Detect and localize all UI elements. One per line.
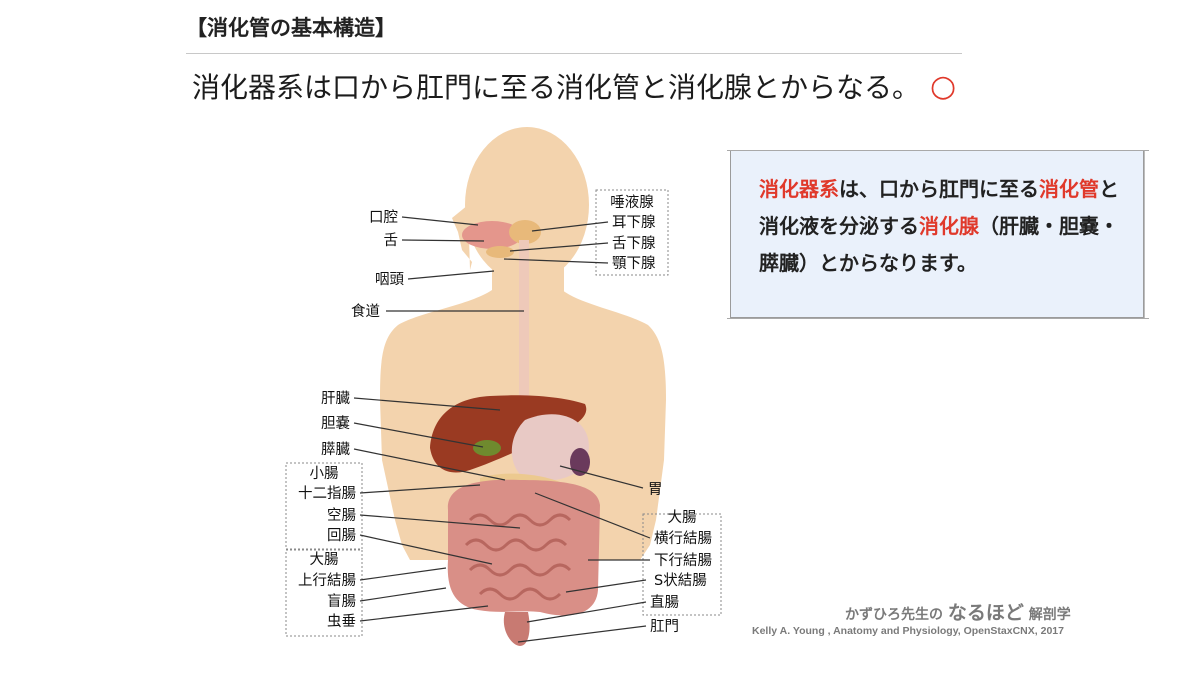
label-sigmoid-colon: S状結腸 [654,572,707,589]
note-top-edge [727,150,1149,151]
note-text-part: は、口から肛門に至る [839,177,1039,201]
statement: 消化器系は口から肛門に至る消化管と消化腺とからなる。 ○ [192,66,956,106]
rectum-shape [503,612,530,646]
label-ascending-colon: 上行結腸 [298,572,356,589]
label-stomach: 胃 [648,482,663,498]
intestines [447,479,600,646]
label-esophagus: 食道 [351,303,380,320]
brand-credit: かずひろ先生の なるほど 解剖学 [845,598,1071,625]
label-descending-colon: 下行結腸 [654,552,712,569]
label-ileum: 回腸 [327,527,356,544]
label-pancreas: 膵臓 [321,441,350,458]
leader-lines [353,216,651,643]
brand-suffix: 解剖学 [1028,607,1071,623]
label-jejunum: 空腸 [327,507,356,524]
esophagus-shape [519,240,529,510]
note-text: 消化器系は、口から肛門に至る消化管と消化液を分泌する消化腺（肝臓・胆嚢・膵臓）と… [759,171,1131,282]
label-mouth: 口腔 [369,209,398,226]
label-large-intestine-group-left: 大腸 [310,551,339,568]
mouth-region [462,220,541,510]
label-rectum: 直腸 [650,594,679,611]
note-term-digestive-system: 消化器系 [759,177,839,201]
label-cecum: 盲腸 [327,593,356,610]
right-labels: 唾液腺 耳下腺 舌下腺 顎下腺 胃 大腸 横行結腸 下行結腸 S状結腸 直腸 肛… [610,194,712,635]
label-tongue: 舌 [384,232,399,249]
gallbladder-shape [473,440,501,456]
label-small-intestine-group: 小腸 [310,465,339,482]
label-submandibular: 顎下腺 [612,255,656,272]
large-intestine-right-group-box [642,513,722,616]
spleen-shape [570,448,590,476]
label-duodenum: 十二指腸 [298,485,356,502]
label-transverse-colon: 横行結腸 [654,530,712,547]
heading-divider [186,53,962,54]
note-term-digestive-tract: 消化管 [1039,177,1099,201]
label-sublingual: 舌下腺 [612,235,656,252]
correct-mark: ○ [930,68,957,104]
brand-prefix: かずひろ先生の [845,607,943,623]
label-appendix: 虫垂 [327,613,356,630]
large-intestine-left-group-box [285,549,363,637]
stomach-shape [511,414,589,481]
label-pharynx: 咽頭 [375,272,404,288]
small-intestine-group-box [285,462,363,550]
reference-credit: Kelly A. Young , Anatomy and Physiology,… [752,625,1064,637]
salivary-group-box [595,189,669,276]
left-labels: 口腔 舌 咽頭 食道 肝臓 胆嚢 膵臓 小腸 十二指腸 空腸 回腸 大腸 上行結… [298,209,404,630]
note-text-part: （肝臓・胆嚢・膵臓）とからなります。 [759,214,1119,275]
section-heading: 【消化管の基本構造】 [186,16,396,40]
explanation-note: 消化器系は、口から肛門に至る消化管と消化液を分泌する消化腺（肝臓・胆嚢・膵臓）と… [727,150,1149,319]
label-liver: 肝臓 [321,390,350,407]
note-bottom-edge [727,318,1149,319]
label-salivary-group: 唾液腺 [610,194,654,211]
label-parotid: 耳下腺 [612,214,656,231]
note-text-part: と消化液を分泌する [759,177,1119,238]
statement-text: 消化器系は口から肛門に至る消化管と消化腺とからなる。 [192,71,921,104]
upper-abdomen-organs [430,395,590,487]
note-term-digestive-glands: 消化腺 [919,214,979,238]
label-gallbladder: 胆嚢 [321,415,350,432]
label-anus: 肛門 [650,619,679,635]
label-large-intestine-group-right: 大腸 [668,509,697,526]
group-boxes [285,189,722,637]
brand-main: なるほど [947,602,1024,624]
